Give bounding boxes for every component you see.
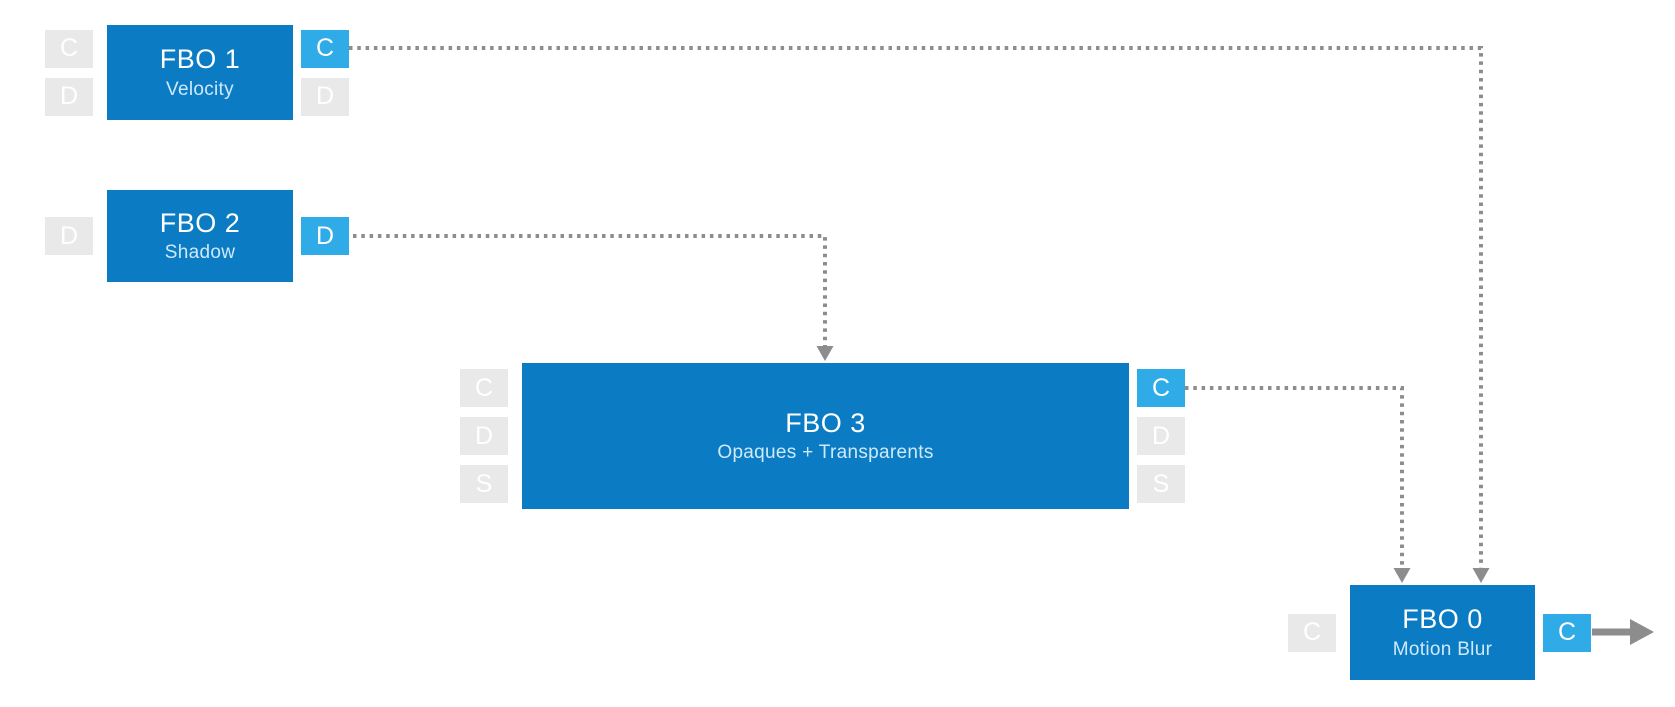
fbo3-title: FBO 3 — [785, 407, 866, 438]
fbo2-left-tag-d: D — [45, 217, 93, 255]
fbo1-left-tag-c: C — [45, 29, 93, 68]
connector-fbo3-c-to-fbo0 — [1185, 386, 1404, 568]
fbo0-subtitle: Motion Blur — [1392, 638, 1493, 660]
fbo1-subtitle: Velocity — [166, 78, 234, 100]
fbo3-subtitle: Opaques + Transparents — [717, 442, 934, 464]
fbo1-title: FBO 1 — [159, 44, 241, 75]
fbo2-right-tag-d-active: D — [301, 217, 349, 255]
fbo2-right-attachments: D — [301, 190, 349, 282]
arrowhead-fbo2-d-to-fbo3 — [816, 346, 834, 361]
fbo0-left-attachments: C — [1288, 585, 1336, 680]
fbo3-right-tag-c-active: C — [1137, 369, 1185, 407]
fbo3-left-tag-s: S — [460, 465, 508, 503]
fbo2-left-attachments: D — [45, 190, 93, 282]
fbo0-right-tag-c-active: C — [1543, 613, 1591, 652]
fbo1-right-tag-d: D — [301, 77, 349, 116]
connector-fbo2-d-to-fbo3 — [353, 234, 827, 346]
fbo3-label: FBO 3 Opaques + Transparents — [717, 407, 933, 465]
fbo2-label: FBO 2 Shadow — [160, 207, 241, 265]
fbo0-label: FBO 0 Motion Blur — [1393, 603, 1492, 661]
fbo3-right-tag-d: D — [1137, 417, 1185, 455]
fbo1-right-tag-c-active: C — [301, 29, 349, 68]
node-fbo2: D D FBO 2 Shadow — [45, 190, 349, 282]
fbo3-left-tag-d: D — [460, 417, 508, 455]
arrowhead-fbo3-c-to-fbo0 — [1393, 568, 1411, 583]
fbo1-left-tag-d: D — [45, 77, 93, 116]
fbo2-title: FBO 2 — [159, 207, 241, 238]
fbo2-subtitle: Shadow — [164, 242, 236, 264]
fbo1-label: FBO 1 Velocity — [160, 43, 241, 101]
fbo0-title: FBO 0 — [1402, 604, 1483, 635]
arrowhead-fbo0-c-output — [1630, 619, 1654, 645]
fbo3-right-tag-s: S — [1137, 465, 1185, 503]
fbo0-left-tag-c: C — [1288, 613, 1336, 652]
fbo0-right-attachments: C — [1543, 585, 1591, 680]
node-fbo0: C C FBO 0 Motion Blur — [1288, 585, 1591, 680]
arrowhead-fbo1-c-to-fbo0 — [1472, 568, 1490, 583]
fbo3-left-tag-c: C — [460, 369, 508, 407]
